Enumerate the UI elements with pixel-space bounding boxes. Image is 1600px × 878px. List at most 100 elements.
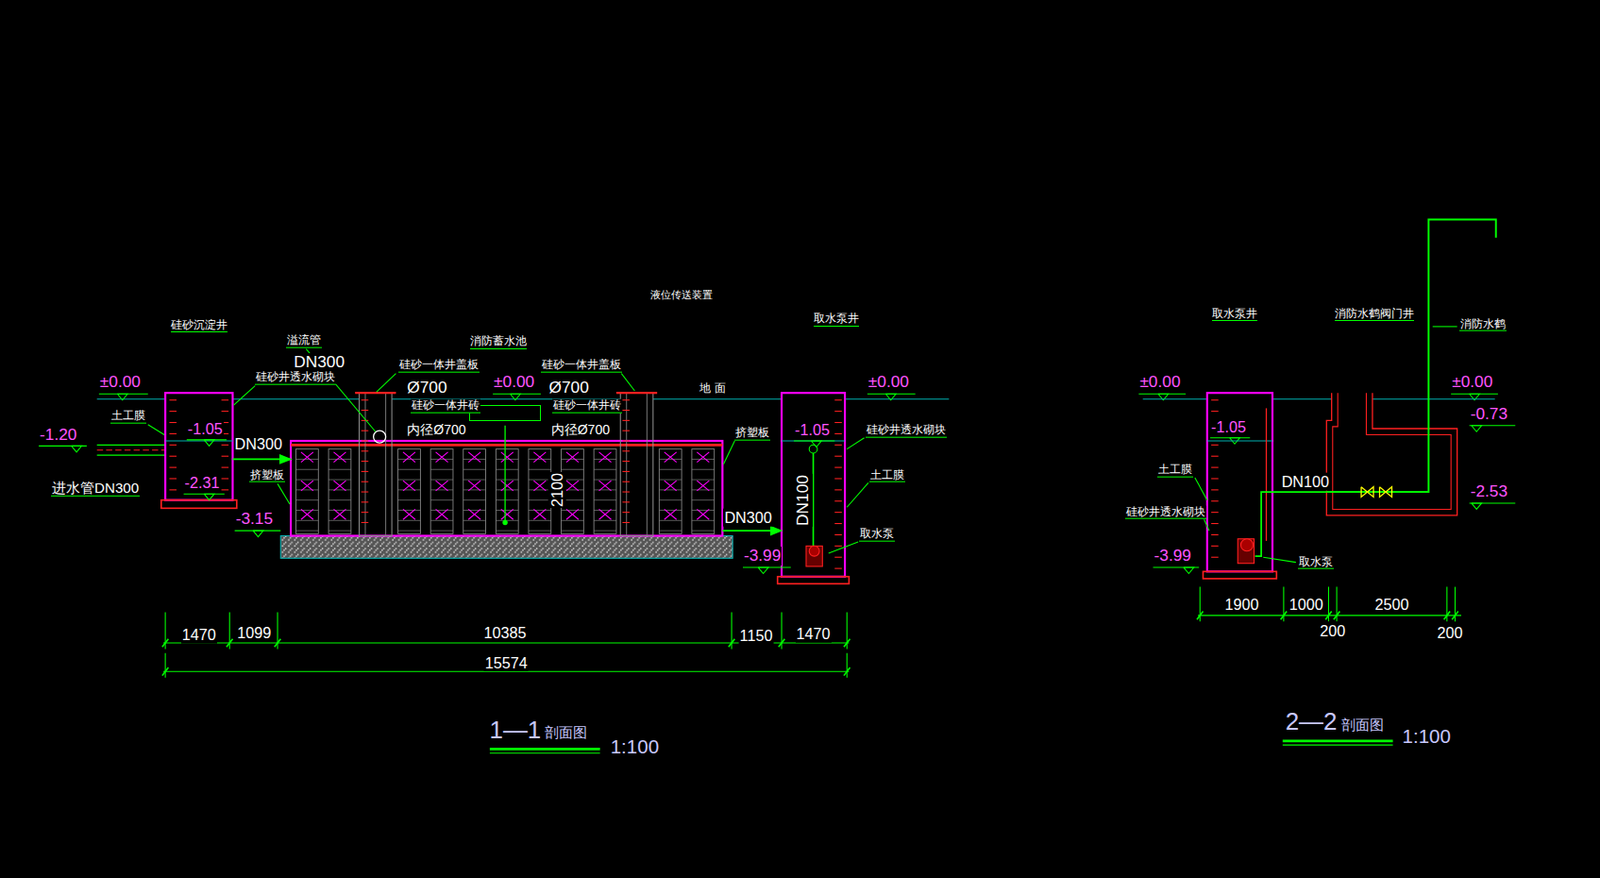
block-tick: [1211, 467, 1219, 469]
module-grid: [463, 499, 487, 501]
structure-heading: 消防蓄水池: [470, 335, 527, 350]
elevation-text: ±0.00: [1450, 372, 1494, 392]
module-cross: [333, 452, 346, 463]
leader-line: [1263, 556, 1297, 562]
module-cross: [533, 508, 546, 520]
module-grid: [658, 469, 682, 471]
guide-rail: [1265, 407, 1267, 541]
block-tick: [1211, 444, 1219, 446]
ground-line: [1143, 398, 1208, 400]
dimension-text: 1000: [1288, 595, 1325, 614]
pipe-connector: [722, 529, 782, 532]
module-grid: [430, 469, 454, 471]
module-grid: [593, 509, 617, 511]
dimension-text: 1470: [795, 624, 832, 643]
dimension-text: 1099: [235, 623, 272, 642]
module-grid: [495, 458, 519, 460]
block-tick: [361, 430, 370, 432]
module-cross: [403, 480, 416, 491]
module-grid: [430, 479, 454, 481]
pool-wall: [290, 440, 723, 537]
block-tick: [1211, 511, 1219, 513]
sand-shaft: [359, 392, 393, 536]
pipe-size-label: DN300: [234, 435, 284, 454]
module-grid: [398, 520, 422, 522]
module-grid: [463, 458, 487, 460]
title-underline: [489, 752, 601, 754]
pipe-size-label: DN300: [723, 508, 773, 527]
module-cross: [436, 508, 449, 520]
block-tick: [1211, 410, 1219, 412]
well-base: [161, 500, 237, 509]
level-device-dot: [503, 520, 507, 524]
leader-line: [234, 386, 256, 406]
block-tick: [1211, 522, 1219, 524]
block-tick: [834, 500, 843, 502]
block-tick: [1211, 399, 1219, 401]
pool-cover: [290, 443, 723, 447]
elevation-text: ±0.00: [867, 372, 910, 392]
module-cross: [696, 508, 709, 520]
block-tick: [361, 471, 370, 472]
block-tick: [834, 410, 843, 412]
module-grid: [658, 458, 682, 460]
valve-well-wall: [1326, 392, 1457, 516]
dimension-tick: [1196, 611, 1203, 621]
module-grid: [691, 458, 715, 460]
module-grid: [561, 509, 585, 511]
block-tick: [622, 501, 630, 503]
module-grid: [328, 479, 352, 481]
module-cross: [301, 480, 314, 491]
callout-text: 硅砂一体井盖板: [540, 358, 623, 373]
module-grid: [658, 488, 682, 490]
block-tick: [834, 556, 843, 558]
block-tick: [834, 444, 843, 446]
block-tick: [221, 399, 230, 401]
module-grid: [691, 479, 715, 481]
block-tick: [221, 455, 230, 457]
dimension-text: 200: [1318, 622, 1347, 640]
block-tick: [622, 450, 630, 452]
dimension-extension: [165, 653, 167, 678]
inlet-pipe: [97, 454, 166, 455]
sand-shaft: [385, 392, 387, 536]
dimension-tick: [1444, 611, 1450, 621]
block-tick: [221, 467, 230, 469]
storage-module: [295, 449, 319, 535]
elevation-mark: [885, 393, 896, 400]
block-tick: [834, 433, 843, 435]
level-device-line: [504, 425, 506, 523]
elevation-mark: [1183, 567, 1195, 573]
block-tick: [834, 488, 843, 490]
dimension-extension: [846, 653, 848, 678]
crane-pipe: [1326, 218, 1496, 492]
module-grid: [398, 530, 422, 532]
outlet-pipe: [1255, 491, 1273, 556]
module-cross: [566, 452, 579, 463]
storage-module: [463, 449, 487, 535]
module-cross: [599, 480, 612, 491]
module-grid: [295, 509, 319, 511]
elevation-text: -1.05: [793, 421, 831, 439]
module-cross: [533, 480, 546, 491]
ground-line: [1372, 398, 1496, 400]
valve-well: 消防水鹤阀门井: [1326, 392, 1457, 516]
leader-line: [1432, 325, 1458, 327]
callout-text: 土工膜: [869, 468, 906, 483]
dimension-tick: [778, 639, 785, 648]
module-grid: [295, 520, 319, 522]
module-cross: [501, 452, 514, 463]
module-grid: [463, 469, 487, 471]
dimension-text: 2500: [1373, 595, 1410, 614]
module-grid: [528, 520, 552, 522]
module-grid: [295, 530, 319, 532]
dimension-tick: [843, 667, 850, 676]
module-cross: [599, 480, 612, 491]
module-cross: [533, 452, 546, 463]
elevation-text: -2.31: [184, 473, 221, 492]
structure-heading: 硅砂沉淀井: [170, 319, 228, 334]
block-tick: [361, 501, 370, 503]
leader-line: [148, 424, 165, 436]
illustration: [38, 218, 1516, 753]
block-tick: [834, 399, 843, 401]
